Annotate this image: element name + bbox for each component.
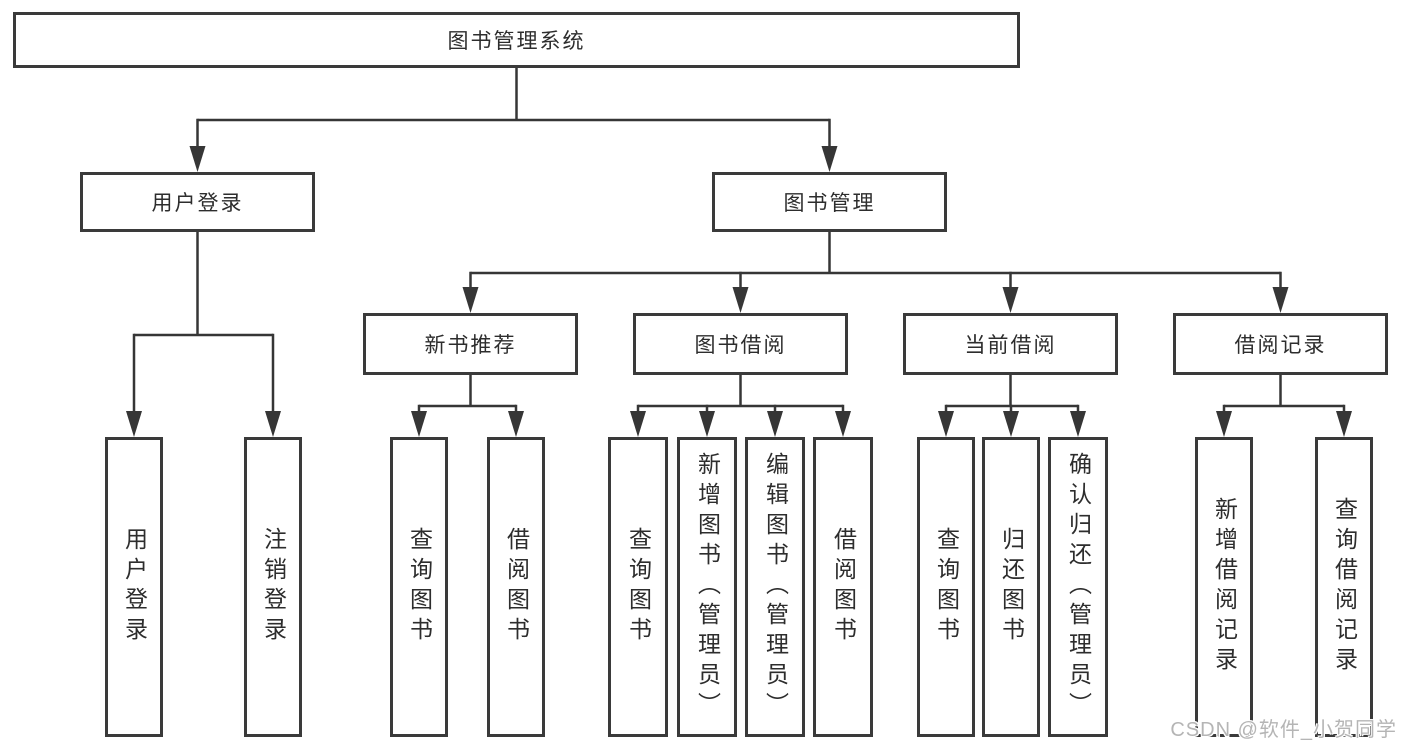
leaf-return-books: 归还图书 (982, 437, 1040, 737)
node-book-management: 图书管理 (712, 172, 947, 232)
node-user-login: 用户登录 (80, 172, 315, 232)
leaf-label: 借阅图书 (503, 527, 530, 647)
leaf-add-borrow-record: 新增借阅记录 (1195, 437, 1253, 737)
leaf-label: 查询图书 (406, 527, 433, 647)
node-borrowing-records: 借阅记录 (1173, 313, 1388, 375)
leaf-borrow-books-recommend: 借阅图书 (487, 437, 545, 737)
node-label: 图书借阅 (694, 334, 787, 357)
node-current-borrowing: 当前借阅 (903, 313, 1118, 375)
csdn-watermark: CSDN @软件_小贺同学 (1170, 719, 1397, 741)
leaf-label: 归还图书 (998, 527, 1025, 647)
leaf-label: 编辑图书（管理员） (762, 452, 789, 722)
leaf-logout: 注销登录 (244, 437, 302, 737)
leaf-query-books-borrowing: 查询图书 (608, 437, 668, 737)
leaf-label: 借阅图书 (830, 527, 857, 647)
node-label: 用户登录 (151, 192, 244, 215)
leaf-confirm-return-admin: 确认归还（管理员） (1048, 437, 1108, 737)
leaf-add-book-admin: 新增图书（管理员） (677, 437, 737, 737)
node-label: 当前借阅 (964, 334, 1057, 357)
node-label: 借阅记录 (1234, 334, 1327, 357)
leaf-edit-book-admin: 编辑图书（管理员） (745, 437, 805, 737)
leaf-query-books-recommend: 查询图书 (390, 437, 448, 737)
leaf-borrow-books-borrowing: 借阅图书 (813, 437, 873, 737)
leaf-label: 新增图书（管理员） (694, 452, 721, 722)
node-label: 新书推荐 (424, 334, 517, 357)
node-label: 图书管理 (783, 192, 876, 215)
leaf-label: 查询借阅记录 (1331, 497, 1358, 677)
node-new-book-recommendation: 新书推荐 (363, 313, 578, 375)
leaf-label: 用户登录 (121, 527, 148, 647)
leaf-user-login: 用户登录 (105, 437, 163, 737)
leaf-label: 新增借阅记录 (1211, 497, 1238, 677)
leaf-label: 查询图书 (933, 527, 960, 647)
leaf-label: 确认归还（管理员） (1065, 452, 1092, 722)
node-book-borrowing: 图书借阅 (633, 313, 848, 375)
node-label: 图书管理系统 (447, 30, 586, 53)
leaf-label: 注销登录 (260, 527, 287, 647)
leaf-label: 查询图书 (625, 527, 652, 647)
node-root-system: 图书管理系统 (13, 12, 1020, 68)
leaf-query-borrow-record: 查询借阅记录 (1315, 437, 1373, 737)
leaf-query-books-current: 查询图书 (917, 437, 975, 737)
